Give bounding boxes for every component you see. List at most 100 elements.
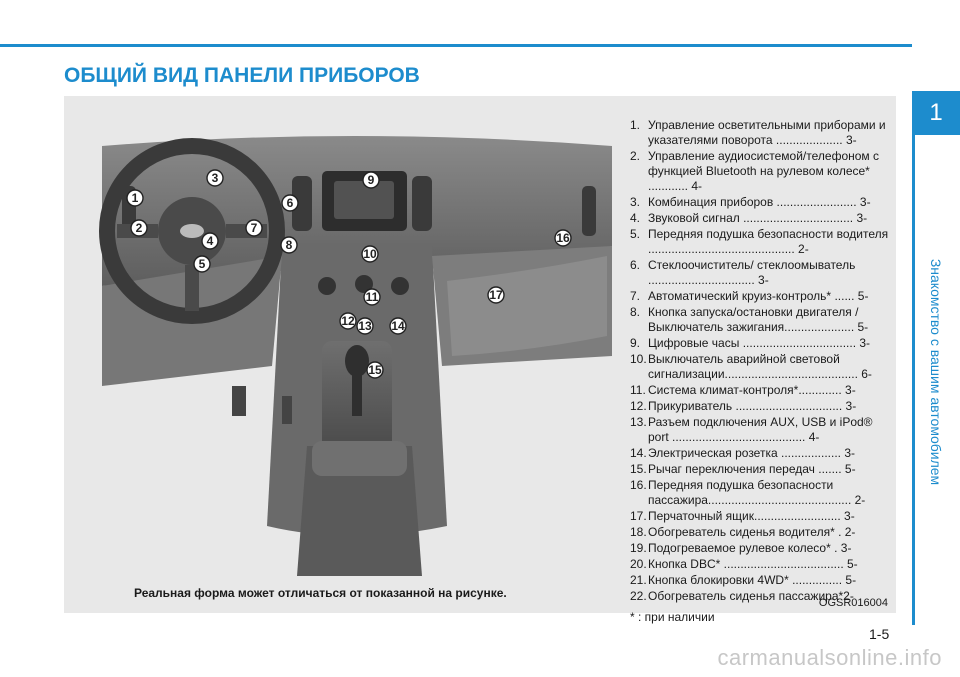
legend-number: 16.: [630, 478, 647, 492]
legend-item: 20.Кнопка DBC* .........................…: [630, 557, 892, 572]
legend-number: 3.: [630, 195, 641, 209]
footnote: * : при наличии: [630, 610, 715, 624]
page-number: 1-5: [869, 626, 890, 642]
callout-11: 11: [363, 288, 381, 306]
legend-item: 13.Разъем подключения AUX, USB и iPod® p…: [630, 415, 892, 445]
callout-17: 17: [487, 286, 505, 304]
legend-text: Управление аудиосистемой/телефоном с фун…: [648, 149, 880, 193]
legend-text: Перчаточный ящик........................…: [648, 509, 855, 523]
svg-text:4: 4: [207, 234, 214, 248]
legend-number: 19.: [630, 541, 647, 555]
legend-text: Комбинация приборов ....................…: [648, 195, 871, 209]
legend-number: 7.: [630, 289, 641, 303]
svg-text:15: 15: [368, 363, 382, 377]
svg-text:11: 11: [366, 290, 379, 304]
callout-13: 13: [356, 317, 374, 335]
svg-text:5: 5: [199, 257, 206, 271]
legend-item: 12.Прикуриватель .......................…: [630, 399, 892, 414]
svg-text:17: 17: [489, 288, 503, 302]
legend-number: 10.: [630, 352, 647, 366]
legend-text: Звуковой сигнал ........................…: [648, 211, 868, 225]
figure-caption: Реальная форма может отличаться от показ…: [134, 586, 507, 600]
legend-text: Разъем подключения AUX, USB и iPod® port…: [648, 415, 873, 444]
legend-number: 2.: [630, 149, 641, 163]
legend-list: 1. Управление осветительными приборами и …: [630, 118, 892, 625]
legend-item: 22.Обогреватель сиденья пассажира*2-: [630, 589, 892, 604]
legend-text: Автоматический круиз-контроль* ...... 5-: [648, 289, 869, 303]
svg-text:8: 8: [286, 238, 293, 252]
legend-number: 17.: [630, 509, 647, 523]
svg-text:13: 13: [358, 319, 372, 333]
callout-16: 16: [554, 229, 572, 247]
legend-item: 18.Обогреватель сиденья водителя* . 2-: [630, 525, 892, 540]
svg-text:10: 10: [363, 247, 377, 261]
figure-code: OGSR016004: [818, 597, 888, 609]
legend-number: 15.: [630, 462, 647, 476]
legend-number: 5.: [630, 227, 641, 241]
callout-2: 2: [130, 219, 148, 237]
dashboard-illustration: 1 2 3 4 5 6 7 8 9 10 11 12 13 14 15 16 1…: [99, 136, 612, 576]
chapter-title: Знакомство с вашим автомобилем: [928, 258, 944, 486]
svg-text:9: 9: [368, 173, 375, 187]
header-rule: [0, 44, 912, 47]
legend-item: 4. Звуковой сигнал ......................…: [630, 211, 892, 226]
legend-text: Рычаг переключения передач ....... 5-: [648, 462, 856, 476]
svg-text:16: 16: [556, 231, 570, 245]
callout-15: 15: [366, 361, 384, 379]
callout-8: 8: [280, 236, 298, 254]
legend-text: Выключатель аварийной световой сигнализа…: [648, 352, 872, 381]
legend-item: 8. Кнопка запуска/остановки двигателя / В…: [630, 305, 892, 335]
watermark: carmanualsonline.info: [717, 645, 942, 670]
svg-text:7: 7: [251, 221, 258, 235]
legend-text: Прикуриватель ..........................…: [648, 399, 857, 413]
callout-3: 3: [206, 169, 224, 187]
legend-number: 8.: [630, 305, 641, 319]
legend-text: Цифровые часы ..........................…: [648, 336, 871, 350]
legend-text: Обогреватель сиденья пассажира*2-: [648, 589, 854, 603]
legend-item: 10.Выключатель аварийной световой сигнал…: [630, 352, 892, 382]
legend-text: Управление осветительными приборами и ук…: [648, 118, 886, 147]
legend-number: 20.: [630, 557, 647, 571]
legend-item: 2. Управление аудиосистемой/телефоном с ф…: [630, 149, 892, 194]
svg-text:2: 2: [136, 221, 143, 235]
legend-item: 3. Комбинация приборов ..................…: [630, 195, 892, 210]
legend-text: Обогреватель сиденья водителя* . 2-: [648, 525, 856, 539]
legend-text: Кнопка запуска/остановки двигателя / Вык…: [648, 305, 869, 334]
legend-number: 6.: [630, 258, 641, 272]
legend-number: 14.: [630, 446, 647, 460]
legend-item: 17.Перчаточный ящик.....................…: [630, 509, 892, 524]
svg-text:6: 6: [287, 196, 294, 210]
legend-number: 11.: [630, 383, 646, 397]
svg-text:3: 3: [212, 171, 219, 185]
chapter-strip: [912, 135, 960, 625]
legend-text: Передняя подушка безопасности водителя .…: [648, 227, 889, 256]
svg-text:12: 12: [341, 314, 355, 328]
legend-item: 9.Цифровые часы ........................…: [630, 336, 892, 351]
svg-text:1: 1: [132, 191, 139, 205]
callout-6: 6: [281, 194, 299, 212]
callout-10: 10: [361, 245, 379, 263]
svg-text:14: 14: [391, 319, 405, 333]
legend-number: 1.: [630, 118, 641, 132]
legend-number: 13.: [630, 415, 647, 429]
legend-text: Стеклоочиститель/ стеклоомыватель ......…: [648, 258, 856, 287]
legend-number: 22.: [630, 589, 647, 603]
callout-14: 14: [389, 317, 407, 335]
legend-item: 16.Передняя подушка безопасности пассажи…: [630, 478, 892, 508]
legend-number: 21.: [630, 573, 647, 587]
callout-4: 4: [201, 232, 219, 250]
legend-item: 21.Кнопка блокировки 4WD* ..............…: [630, 573, 892, 588]
legend-text: Система климат-контроля*............. 3-: [648, 383, 856, 397]
page-title: ОБЩИЙ ВИД ПАНЕЛИ ПРИБОРОВ: [64, 64, 420, 87]
legend-item: 11.Система климат-контроля*.............…: [630, 383, 892, 398]
legend-text: Электрическая розетка ..................…: [648, 446, 855, 460]
legend-number: 18.: [630, 525, 647, 539]
legend-item: 15.Рычаг переключения передач ....... 5-: [630, 462, 892, 477]
callout-7: 7: [245, 219, 263, 237]
callout-1: 1: [126, 189, 144, 207]
legend-item: 7. Автоматический круиз-контроль* ...... …: [630, 289, 892, 304]
legend-item: 5. Передняя подушка безопасности водителя…: [630, 227, 892, 257]
legend-text: Передняя подушка безопасности пассажира.…: [648, 478, 866, 507]
legend-number: 4.: [630, 211, 641, 225]
legend-text: Кнопка DBC* ............................…: [648, 557, 858, 571]
